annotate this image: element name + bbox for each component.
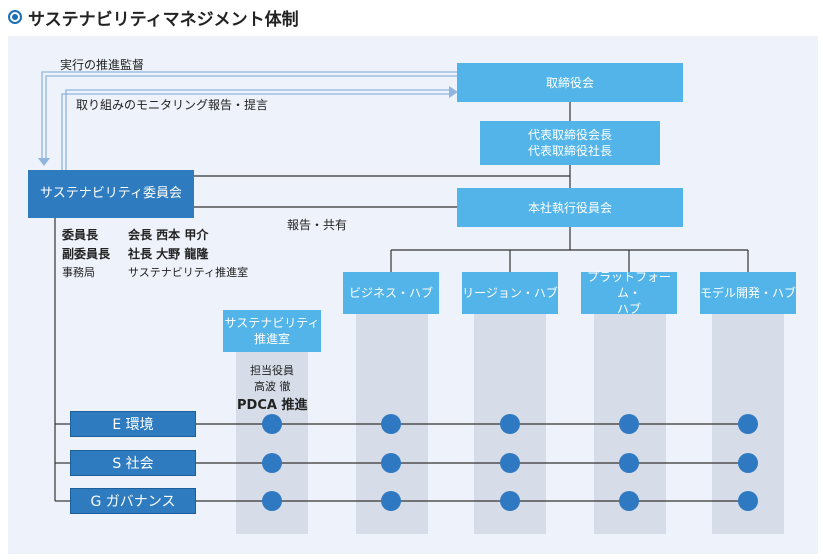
rep-chairman-text: 代表取締役会長 (527, 128, 612, 142)
section-title: サステナビリティマネジメント体制 (28, 9, 299, 30)
sust-office-line1: サステナビリティ (224, 316, 320, 330)
hub-platform: プラットフォーム・ ハブ (581, 270, 677, 316)
dot-s-business (381, 453, 401, 473)
hub-business: ビジネス・ハブ (343, 272, 439, 314)
dot-g-region (500, 491, 520, 511)
dot-g-platform (619, 491, 639, 511)
dot-e-region (500, 414, 520, 434)
dot-s-platform (619, 453, 639, 473)
dot-e-office (262, 414, 282, 434)
board-box: 取締役会 (457, 63, 683, 102)
dot-s-office (262, 453, 282, 473)
vice-chair-label: 副委員長 (62, 247, 111, 261)
sustainability-committee-box: サステナビリティ委員会 (28, 170, 194, 218)
chair-label: 委員長 (62, 228, 99, 242)
dot-g-business (381, 491, 401, 511)
office-officer-label: 担当役員 (250, 364, 294, 377)
executive-board-box: 本社執行役員会 (457, 188, 683, 227)
vice-chair-name: 社長 大野 龍隆 (128, 247, 209, 261)
dot-g-office (262, 491, 282, 511)
secretariat-label: 事務局 (62, 266, 95, 279)
dot-s-model (738, 453, 758, 473)
secretariat-name: サステナビリティ推進室 (128, 266, 249, 279)
dot-e-platform (619, 414, 639, 434)
theme-governance: G ガバナンス (70, 488, 196, 514)
monitoring-label: 取り組みのモニタリング報告・提言 (76, 98, 269, 112)
rep-president-text: 代表取締役社長 (527, 144, 612, 158)
theme-environment: E 環境 (70, 411, 196, 437)
dot-e-model (738, 414, 758, 434)
representative-directors-box: 代表取締役会長 代表取締役社長 (480, 121, 660, 165)
sustainability-office-box: サステナビリティ 推進室 (223, 310, 321, 352)
circle-bullet-icon (8, 10, 22, 24)
pdca-label: PDCA 推進 (237, 398, 308, 413)
theme-social: S 社会 (70, 450, 196, 476)
chair-name: 会長 西本 甲介 (128, 228, 209, 242)
office-officer-name: 高波 徹 (254, 380, 291, 393)
dot-e-business (381, 414, 401, 434)
section-heading: サステナビリティマネジメント体制 (8, 6, 299, 30)
dot-s-region (500, 453, 520, 473)
sust-office-line2: 推進室 (253, 332, 290, 346)
dot-g-model (738, 491, 758, 511)
hub-model-development: モデル開発・ハブ (700, 272, 796, 314)
report-share-label: 報告・共有 (287, 218, 348, 232)
hub-region: リージョン・ハブ (462, 272, 558, 314)
supervision-label: 実行の推進監督 (60, 58, 145, 72)
